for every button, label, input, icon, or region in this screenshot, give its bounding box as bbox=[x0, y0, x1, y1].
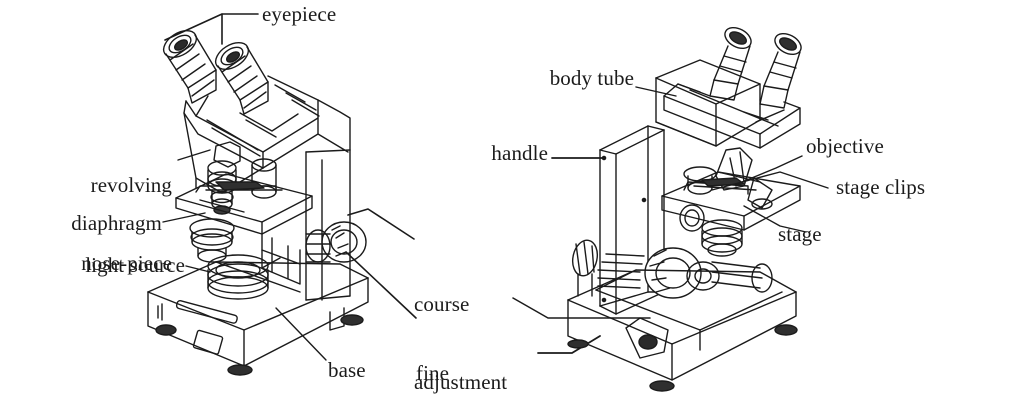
label-diaphragm: diaphragm bbox=[71, 211, 162, 235]
eyepiece-right-right-view bbox=[759, 32, 802, 109]
leader-fine-adjustment-right bbox=[537, 335, 601, 354]
label-stage: stage bbox=[778, 222, 822, 246]
label-base: base bbox=[328, 358, 366, 382]
label-course-adjustment: course adjustment bbox=[414, 239, 507, 403]
leader-light-source bbox=[185, 265, 211, 273]
label-objective: objective bbox=[806, 134, 884, 158]
binocular-head-right-view bbox=[663, 83, 801, 149]
light-source-left bbox=[207, 254, 269, 300]
leader-fine-adjustment bbox=[345, 251, 417, 319]
label-light-source: light source bbox=[85, 253, 185, 277]
left-microscope-drawing bbox=[147, 13, 417, 376]
label-fine-adjustment: fine adjustment bbox=[416, 308, 509, 403]
coarse-fine-knobs-left bbox=[305, 221, 367, 263]
label-stage-clips: stage clips bbox=[836, 175, 926, 199]
stage-bracket-left bbox=[261, 233, 301, 285]
label-revolving-line2: nose-piece bbox=[81, 251, 172, 275]
label-body-tube: body tube bbox=[549, 66, 634, 90]
leader-course-adjustment bbox=[347, 208, 415, 240]
leader-body-tube bbox=[635, 86, 677, 97]
leader-eyepiece bbox=[164, 13, 259, 45]
leader-diaphragm bbox=[162, 212, 206, 223]
leader-stage-clips bbox=[711, 171, 829, 191]
base-left-view bbox=[147, 261, 369, 376]
label-revolving-line1: revolving bbox=[90, 173, 172, 197]
label-handle: handle bbox=[491, 141, 548, 165]
right-microscope-drawing bbox=[512, 26, 829, 392]
diaphragm-left-view bbox=[189, 218, 235, 263]
label-eyepiece: eyepiece bbox=[262, 2, 337, 26]
stage-left-view bbox=[175, 173, 313, 235]
label-revolving-nose-piece: revolving nose-piece bbox=[0, 120, 172, 328]
leader-course-adjustment-right bbox=[512, 297, 651, 319]
leader-base bbox=[275, 307, 327, 361]
body-tube-block bbox=[655, 59, 761, 147]
eyepiece-left-right-view bbox=[709, 26, 752, 101]
label-course-line1: course bbox=[414, 292, 470, 316]
base-right-view bbox=[567, 269, 798, 392]
eyepiece-left bbox=[162, 29, 217, 104]
eyepiece-right bbox=[214, 41, 269, 115]
leader-stage bbox=[743, 205, 807, 233]
binocular-head bbox=[183, 75, 320, 169]
arm-left-view bbox=[183, 99, 351, 194]
leader-revolving-nosepiece bbox=[177, 149, 211, 161]
condenser-right-view bbox=[679, 204, 743, 257]
label-fine-line1: fine bbox=[416, 361, 450, 385]
label-course-line2: adjustment bbox=[414, 370, 508, 394]
stand-column-left-view bbox=[305, 149, 351, 301]
